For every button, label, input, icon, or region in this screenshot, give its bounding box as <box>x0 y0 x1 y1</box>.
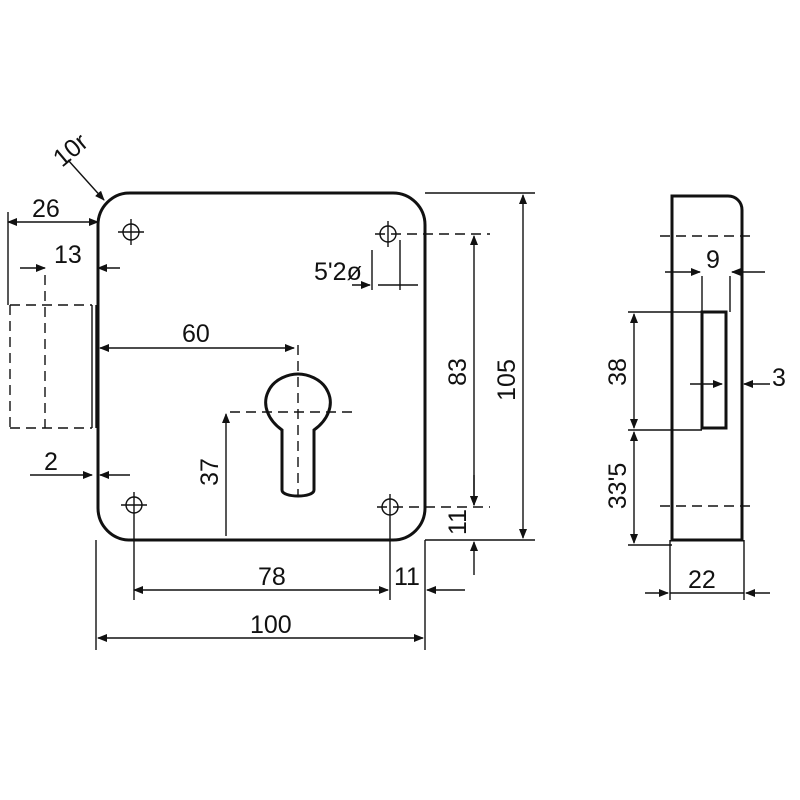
dim-hole-spacing-vertical: 83 <box>444 358 472 386</box>
screw-hole-bottom-left <box>121 492 147 600</box>
screw-hole-top-left <box>118 219 144 245</box>
screw-hole-top-right <box>375 221 490 247</box>
lock-side-body <box>670 194 744 542</box>
dim-hole-edge-right: 11 <box>394 563 420 591</box>
screw-hole-bottom-right <box>377 494 490 600</box>
dim-side-bottom-offset: 33'5 <box>604 463 632 509</box>
dim-hole-edge-bottom: 11 <box>444 509 472 535</box>
dim-plate-offset: 2 <box>44 448 58 476</box>
dim-cylinder-width: 26 <box>32 195 60 223</box>
dim-side-slot-height: 38 <box>604 358 632 386</box>
dim-backset: 60 <box>182 320 210 348</box>
side-view: 9 38 3 33'5 22 <box>604 194 786 600</box>
front-view: 10r 26 13 60 5'2ø 83 105 37 2 <box>7 128 535 650</box>
dim-side-thickness: 22 <box>688 566 716 594</box>
dim-hole-diameter: 5'2ø <box>314 258 362 286</box>
dim-overall-width: 100 <box>250 611 292 639</box>
side-slot <box>700 310 728 430</box>
dim-overall-height: 105 <box>493 359 521 401</box>
dim-side-slot-width: 9 <box>706 246 720 274</box>
dim-side-slot-depth: 3 <box>772 364 786 392</box>
dim-cylinder-offset: 13 <box>54 241 82 269</box>
dim-hole-spacing-horizontal: 78 <box>258 563 286 591</box>
keyhole <box>230 345 355 498</box>
bolt-body <box>9 275 97 429</box>
dim-keyhole-height: 37 <box>196 458 224 486</box>
lock-plate <box>96 191 427 542</box>
dim-corner-radius: 10r <box>48 128 94 173</box>
